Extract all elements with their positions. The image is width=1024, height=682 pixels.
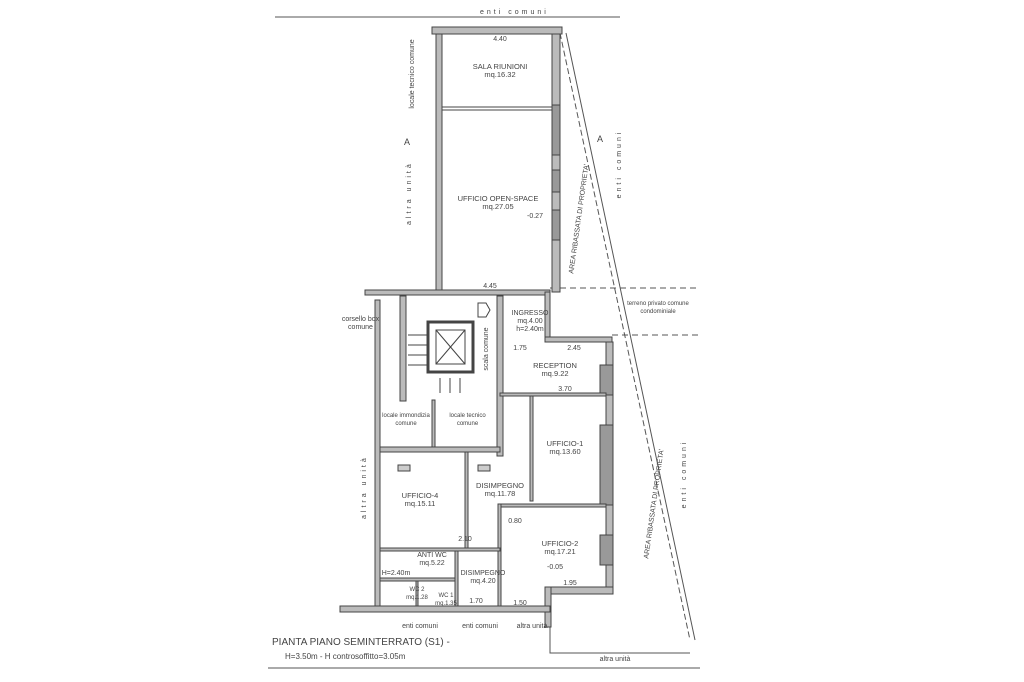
label-altra-unita-2: altra unità (599, 656, 631, 663)
room-area: mq.9.22 (541, 369, 569, 378)
room-name: RECEPTION (533, 361, 577, 370)
room-wc-2: WC 2 mq.1.28 (404, 586, 430, 602)
label-terreno: terreno privato comune condominiale (618, 300, 698, 316)
label-enti-comuni-1: enti comuni (402, 623, 438, 630)
room-height: h=2.40m (516, 326, 544, 333)
lift-and-stairs (408, 302, 491, 393)
room-name: UFFICIO-4 (401, 491, 439, 500)
label-enti-comuni-2: enti comuni (462, 623, 498, 630)
dim: 1.95 (563, 580, 577, 587)
section-mark-right: A (596, 134, 603, 144)
dim: 2.45 (567, 345, 581, 352)
label-corsello-name: corsello box (341, 316, 380, 323)
label-enti-comuni-right-2: enti comuni (681, 439, 688, 509)
dim: 1.50 (513, 600, 527, 607)
room-sub: comune (395, 421, 417, 427)
room-locale-immondizia: locale immondizia comune (380, 412, 432, 428)
dim: 3.70 (558, 386, 572, 393)
room-name: ANTI WC (417, 552, 447, 559)
entrance-arrow-icon (477, 302, 491, 318)
room-name: UFFICIO OPEN-SPACE (457, 194, 539, 203)
walls (339, 26, 614, 628)
dim: 4.45 (483, 283, 497, 290)
room-area: mq.17.21 (544, 547, 576, 556)
property-line (559, 32, 691, 641)
room-name: UFFICIO-1 (546, 439, 584, 448)
section-mark-left: A (403, 137, 410, 147)
room-name: UFFICIO-2 (541, 539, 579, 548)
dim: 2.10 (458, 536, 472, 543)
dim: 0.80 (508, 518, 522, 525)
room-area: mq.27.05 (482, 202, 514, 211)
property-line-2 (565, 32, 696, 641)
room-area: mq.16.32 (484, 70, 516, 79)
label-altra-unita-1: altra unità (516, 623, 548, 630)
plan-subtitle: H=3.50m - H controsoffitto=3.05m (285, 652, 406, 661)
dim: 4.40 (493, 36, 507, 43)
room-area: mq.5.22 (419, 560, 445, 567)
label-enti-comuni-top: enti comuni (480, 9, 549, 16)
room-area: mq.4.20 (470, 578, 496, 585)
room-name: WC 1 (438, 593, 454, 599)
label-enti-comuni-right: enti comuni (616, 129, 623, 199)
room-name: locale immondizia (382, 413, 430, 419)
room-area: mq.15.11 (404, 499, 436, 508)
room-name: DISIMPEGNO (476, 481, 524, 490)
wc-height: H=2.40m (381, 570, 411, 577)
room-sub: comune (456, 421, 479, 427)
label-altra-unita-3: altra unità (406, 161, 413, 225)
dim: 1.70 (469, 598, 483, 605)
room-area: mq.4.00 (517, 318, 543, 325)
room-wc-1: WC 1 mq.1.35 (433, 592, 459, 608)
room-name: INGRESSO (511, 310, 549, 317)
label-locale-tecnico-top: locale tecnico comune (409, 39, 416, 109)
label-altra-unita-4: altra unità (361, 455, 368, 519)
room-name: DISIMPEGNO (460, 570, 506, 577)
label-scala: scala comune (483, 327, 490, 371)
dim: -0.27 (527, 213, 543, 220)
room-area: mq.13.60 (549, 447, 581, 456)
room-name: SALA RIUNIONI (472, 62, 528, 71)
plan-title: PIANTA PIANO SEMINTERRATO (S1) - (272, 637, 450, 648)
dim: 1.75 (513, 345, 527, 352)
label-corsello-sub: comune (348, 324, 373, 331)
room-area: mq.1.35 (435, 601, 457, 607)
room-name: WC 2 (409, 587, 425, 593)
room-name: locale tecnico (449, 413, 486, 419)
label-terreno-name: terreno privato comune (627, 301, 689, 307)
room-area: mq.11.78 (484, 489, 516, 498)
room-area: mq.1.28 (406, 595, 428, 601)
label-terreno-sub: condominiale (640, 309, 676, 315)
dim: -0.05 (547, 564, 563, 571)
room-locale-tecnico: locale tecnico comune (440, 412, 495, 428)
